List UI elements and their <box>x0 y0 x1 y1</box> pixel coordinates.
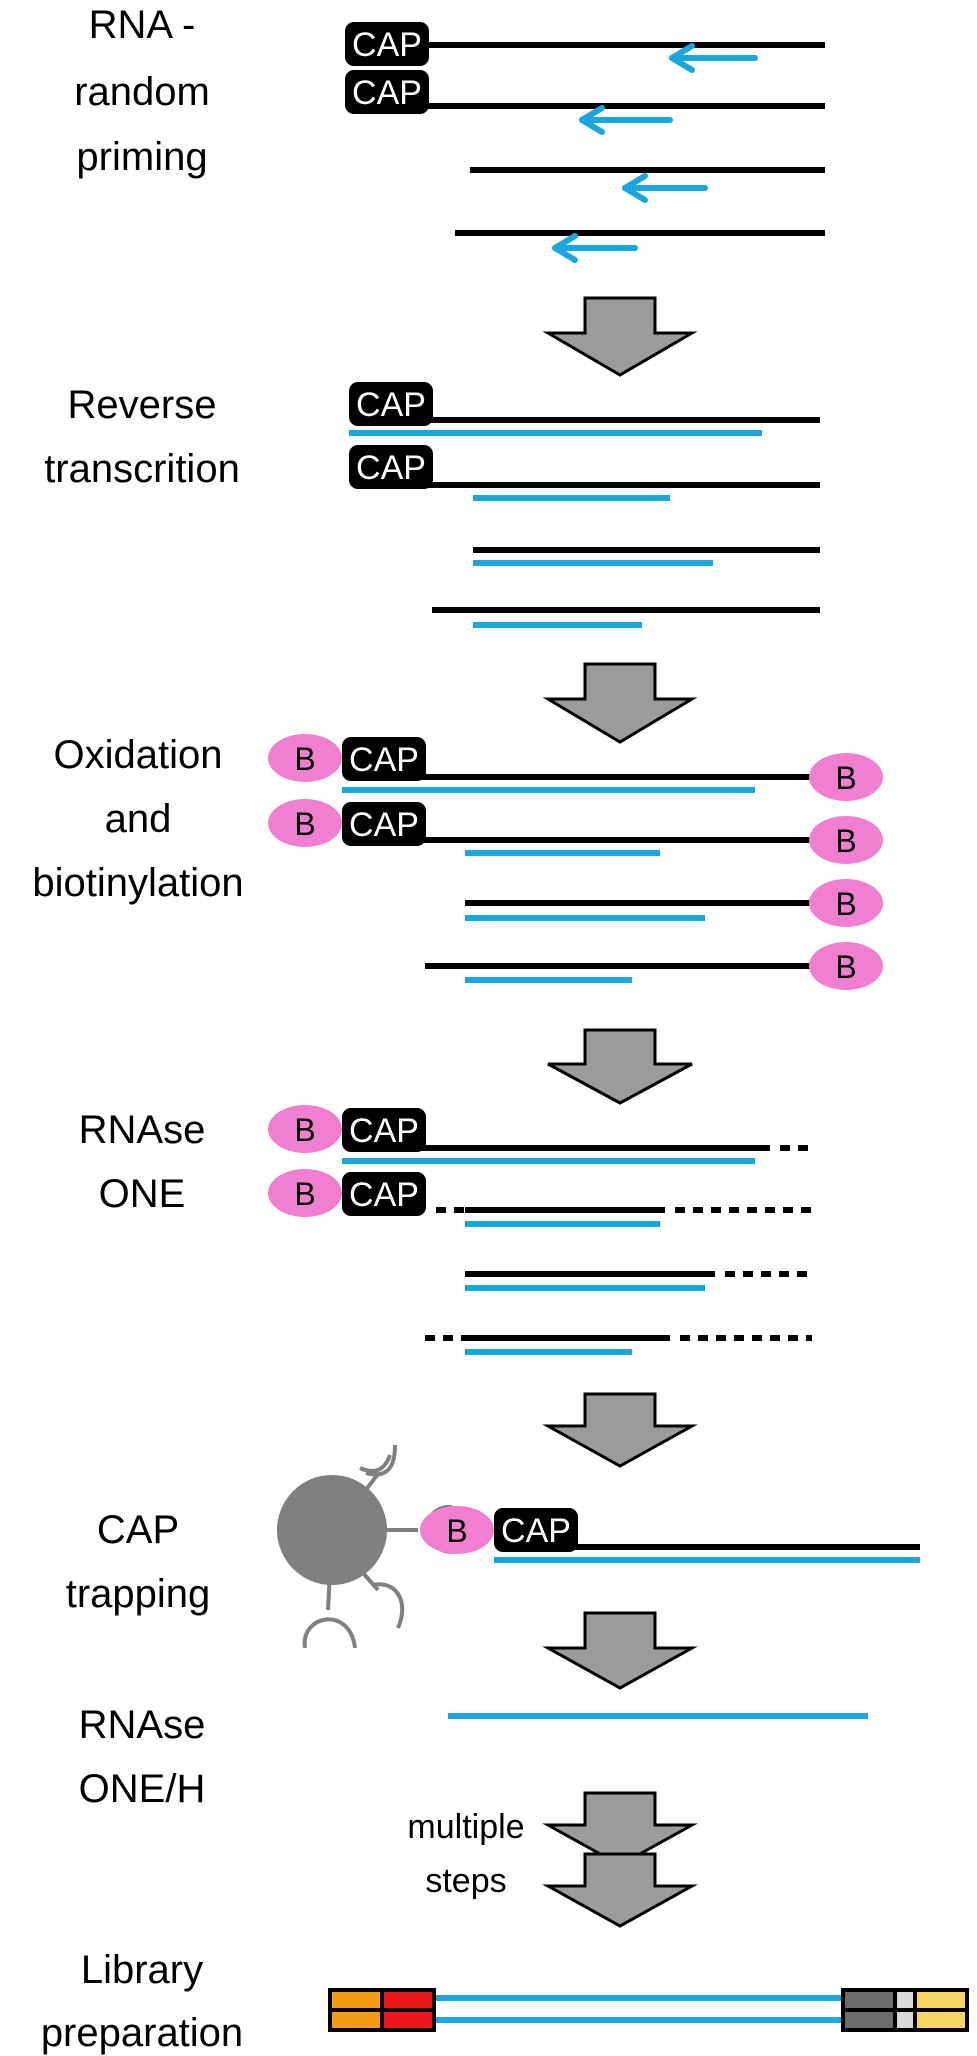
biotin-label: B <box>835 949 856 985</box>
step-rna-random-priming: RNA - random priming CAP CAP <box>74 3 825 263</box>
step-label-line: trapping <box>66 1572 211 1616</box>
step-oxidation-biotinylation: Oxidation and biotinylation B CAP B B CA… <box>32 733 883 990</box>
cap-box <box>349 382 433 426</box>
down-arrow <box>542 1852 698 1928</box>
down-arrow <box>542 1791 698 1867</box>
cap-label: CAP <box>349 1112 419 1150</box>
biotin-label: B <box>294 806 315 842</box>
biotin-tag <box>268 734 342 782</box>
step-label-line: Oxidation <box>54 733 223 777</box>
right-adapter <box>841 1988 969 2032</box>
biotin-label: B <box>835 760 856 796</box>
step-label-line: biotinylation <box>32 861 243 905</box>
streptavidin-bead <box>277 1475 387 1585</box>
cap-box <box>342 802 426 846</box>
biotin-label: B <box>294 741 315 777</box>
step-label-line: ONE <box>99 1172 186 1216</box>
step-label-line: random <box>74 70 210 114</box>
cap-box <box>494 1508 578 1552</box>
step-label-line: and <box>105 797 172 841</box>
primer-arrow <box>579 105 673 135</box>
cap-label: CAP <box>352 26 422 64</box>
biotin-label: B <box>294 1176 315 1212</box>
step-cap-trapping: CAP trapping B CAP <box>66 1444 920 1649</box>
biotin-tag <box>420 1506 494 1554</box>
cap-label: CAP <box>356 386 426 424</box>
cap-box <box>345 22 429 66</box>
step-label-line: RNA - <box>89 3 196 47</box>
cap-box <box>342 737 426 781</box>
down-arrow <box>542 1611 698 1690</box>
cap-box <box>342 1172 426 1216</box>
cap-label: CAP <box>352 74 422 112</box>
down-arrow <box>542 662 698 744</box>
biotin-tag <box>809 879 883 927</box>
biotin-label: B <box>294 1112 315 1148</box>
step-label-line: Reverse <box>68 383 217 427</box>
cap-label: CAP <box>501 1512 571 1550</box>
cap-label: CAP <box>349 741 419 779</box>
step-label-line: preparation <box>41 2011 243 2055</box>
step-label-line: RNAse <box>79 1108 206 1152</box>
step-library-preparation: Library preparation <box>41 1948 969 2055</box>
step-label-line: priming <box>76 135 207 179</box>
cap-box <box>349 445 433 489</box>
cap-box <box>345 70 429 114</box>
primer-arrow <box>552 233 638 263</box>
step-rnase-one: RNAse ONE B CAP B CAP <box>79 1105 812 1355</box>
biotin-tag <box>268 1105 342 1153</box>
primer-arrow <box>669 43 758 73</box>
step-rnase-one-h: RNAse ONE/H <box>79 1703 868 1811</box>
left-adapter <box>328 1988 436 2032</box>
down-arrow <box>547 1028 693 1105</box>
step-label-line: RNAse <box>79 1703 206 1747</box>
cap-label: CAP <box>356 449 426 487</box>
primer-arrow <box>622 173 708 203</box>
multiple-steps-label: steps <box>425 1862 506 1900</box>
cap-label: CAP <box>349 806 419 844</box>
cap-label: CAP <box>349 1176 419 1214</box>
down-arrow <box>542 1392 698 1468</box>
multiple-steps-label: multiple <box>407 1808 524 1846</box>
biotin-label: B <box>446 1513 467 1549</box>
step-label-line: Library <box>81 1948 203 1992</box>
step-label-line: transcrition <box>44 447 240 491</box>
biotin-tag <box>809 816 883 864</box>
biotin-label: B <box>835 823 856 859</box>
biotin-label: B <box>835 886 856 922</box>
down-arrow <box>542 296 698 377</box>
cap-box <box>342 1108 426 1152</box>
biotin-tag <box>809 753 883 801</box>
biotin-tag <box>809 942 883 990</box>
step-label-line: CAP <box>97 1508 179 1552</box>
streptavidin-bead <box>302 1444 453 1649</box>
step-reverse-transcription: Reverse transcrition CAP CAP <box>44 382 820 628</box>
biotin-tag <box>268 1169 342 1217</box>
step-label-line: ONE/H <box>79 1767 206 1811</box>
biotin-tag <box>268 799 342 847</box>
